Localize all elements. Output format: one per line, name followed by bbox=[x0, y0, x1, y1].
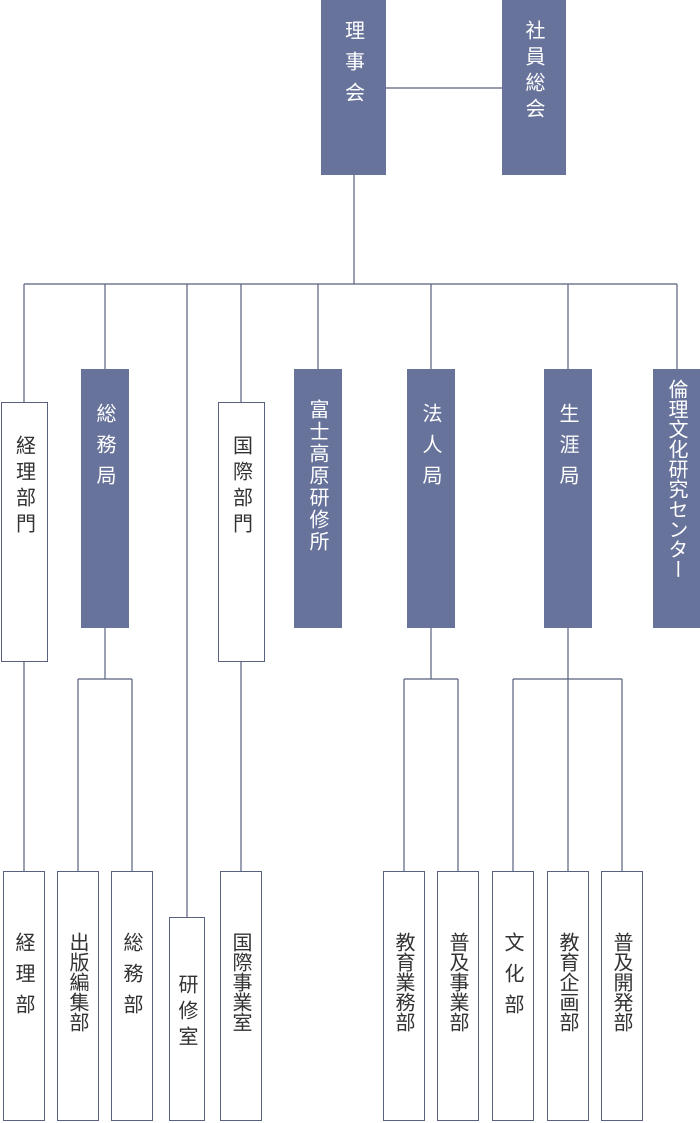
general-affairs-bureau-label: 総務局 bbox=[93, 403, 117, 496]
section-accounting-box: 経理部 bbox=[3, 871, 45, 1121]
fuji-kogen-institute-box: 富士高原研修所 bbox=[294, 369, 342, 628]
general-affairs-bureau-box: 総務局 bbox=[81, 369, 129, 628]
section-culture-box: 文化部 bbox=[492, 871, 534, 1121]
international-dept-label: 国際部門 bbox=[229, 435, 254, 539]
section-education-planning-box: 教育企画部 bbox=[547, 871, 589, 1121]
section-publishing-box: 出版編集部 bbox=[57, 871, 99, 1121]
corporate-bureau-box: 法人局 bbox=[407, 369, 455, 628]
ethics-culture-center-label: 倫理文化研究センター bbox=[665, 379, 689, 579]
assembly-box: 社員総会 bbox=[502, 0, 566, 175]
section-accounting-label: 経理部 bbox=[12, 932, 36, 1025]
board-box: 理事会 bbox=[321, 0, 386, 175]
corporate-bureau-label: 法人局 bbox=[419, 403, 443, 496]
assembly-label: 社員総会 bbox=[522, 20, 546, 124]
section-outreach-business-label: 普及事業部 bbox=[446, 932, 470, 1032]
lifelong-bureau-label: 生涯局 bbox=[556, 403, 580, 496]
section-outreach-development-box: 普及開発部 bbox=[601, 871, 643, 1121]
section-training-room-label: 研修室 bbox=[175, 974, 199, 1052]
section-international-affairs-label: 国際事業室 bbox=[229, 932, 253, 1032]
section-education-affairs-box: 教育業務部 bbox=[383, 871, 425, 1121]
section-outreach-development-label: 普及開発部 bbox=[610, 932, 634, 1032]
section-general-affairs-box: 総務部 bbox=[111, 871, 153, 1121]
section-outreach-business-box: 普及事業部 bbox=[437, 871, 479, 1121]
board-label: 理事会 bbox=[341, 20, 366, 113]
section-training-room-box: 研修室 bbox=[169, 917, 205, 1121]
section-education-planning-label: 教育企画部 bbox=[556, 932, 580, 1032]
international-dept-box: 国際部門 bbox=[218, 402, 265, 662]
section-international-affairs-box: 国際事業室 bbox=[220, 871, 262, 1121]
section-publishing-label: 出版編集部 bbox=[66, 932, 90, 1032]
section-general-affairs-label: 総務部 bbox=[120, 932, 144, 1025]
fuji-kogen-institute-label: 富士高原研修所 bbox=[306, 399, 330, 553]
ethics-culture-center-box: 倫理文化研究センター bbox=[653, 369, 700, 628]
accounting-dept-box: 経理部門 bbox=[1, 402, 48, 662]
lifelong-bureau-box: 生涯局 bbox=[544, 369, 592, 628]
section-culture-label: 文化部 bbox=[501, 932, 525, 1025]
accounting-dept-label: 経理部門 bbox=[12, 435, 37, 539]
section-education-affairs-label: 教育業務部 bbox=[392, 932, 416, 1032]
